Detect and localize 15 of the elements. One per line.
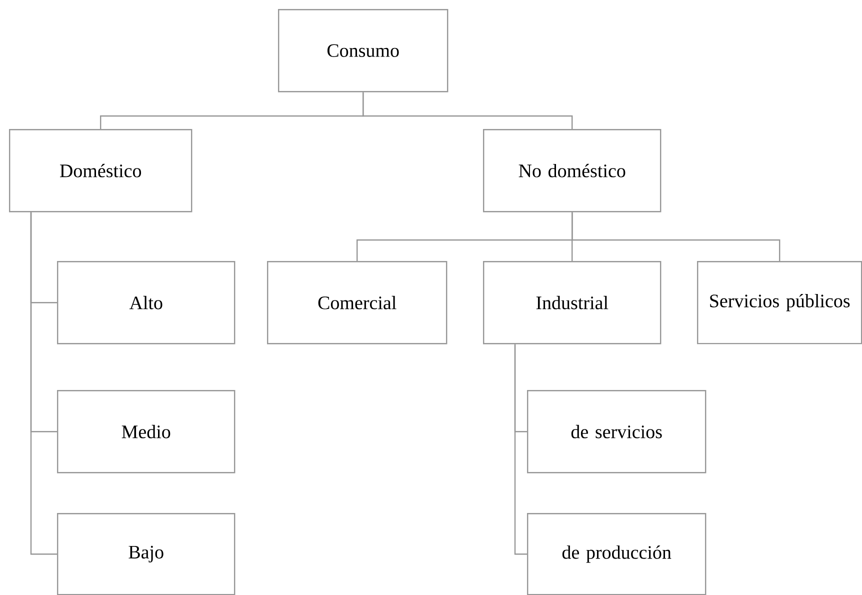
category-box: Comercial	[267, 261, 448, 344]
category-box: Alto	[57, 261, 236, 344]
category-box: Doméstico	[9, 129, 192, 212]
category-box: Medio	[57, 390, 236, 474]
connector-line	[30, 212, 57, 555]
category-box: de servicios	[527, 390, 706, 474]
category-box: Servicios públicos	[697, 261, 862, 344]
category-box: Consumo	[278, 9, 448, 92]
category-box: No doméstico	[483, 129, 662, 212]
category-box: Industrial	[483, 261, 662, 344]
connector-line	[362, 92, 573, 129]
connector-line	[514, 344, 527, 555]
connector-line	[572, 212, 780, 261]
category-box: Bajo	[57, 513, 236, 595]
category-box: de producción	[527, 513, 706, 595]
